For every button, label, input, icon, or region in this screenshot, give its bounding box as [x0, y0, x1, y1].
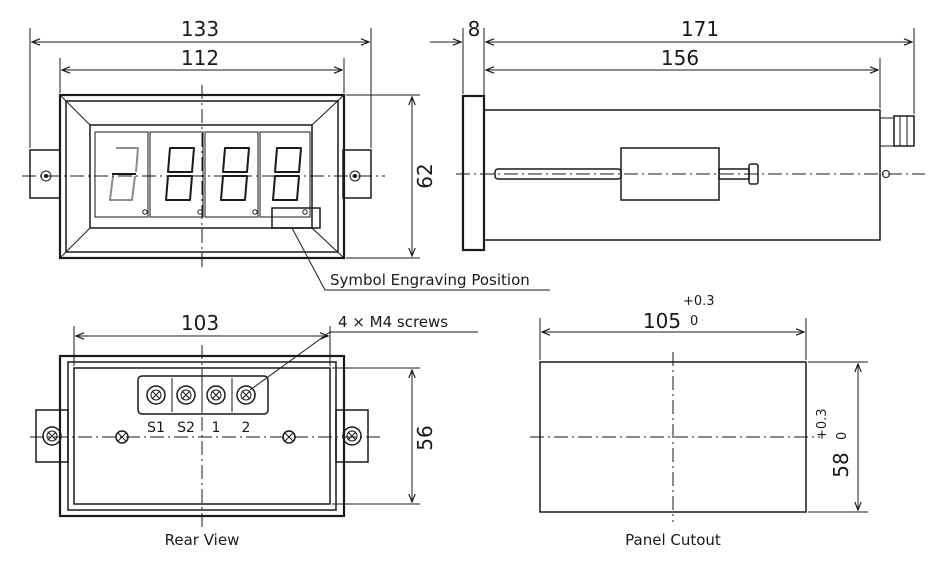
terminal-label-1: 1 — [212, 420, 221, 436]
symbol-engraving-label: Symbol Engraving Position — [330, 271, 530, 289]
rear-frame-mid — [67, 361, 337, 511]
dim-flange-depth: 8 — [468, 17, 481, 41]
terminal-label-s2: S2 — [177, 420, 195, 436]
rear-view-caption: Rear View — [165, 531, 240, 549]
cutout-height-tol-lower: 0 — [835, 432, 850, 440]
digit-cell — [94, 131, 149, 218]
digit-cell — [149, 131, 204, 218]
side-view: 8 171 156 — [430, 17, 925, 252]
cutout-height-tol-upper: +0.3 — [815, 408, 830, 440]
dim-height: 62 — [413, 163, 437, 188]
screws-leader — [249, 331, 478, 391]
terminal-screw — [236, 385, 256, 405]
cutout-width-tol-lower: 0 — [690, 314, 698, 329]
rear-frame-inner — [73, 367, 331, 505]
front-view: Symbol Engraving Position 133 112 62 — [22, 17, 550, 291]
dim-cutout-width: 105 — [643, 309, 681, 333]
side-flange — [461, 94, 486, 252]
digit-eight — [220, 147, 250, 201]
terminal-label-s1: S1 — [147, 420, 165, 436]
symbol-engraving-box — [271, 207, 321, 229]
left-bracket — [29, 149, 61, 199]
side-terminal — [893, 115, 915, 147]
digit-cell — [204, 131, 259, 218]
dim-cutout-height: 58 — [829, 452, 853, 477]
engraving-leader — [291, 227, 550, 291]
rear-view: S1 S2 1 2 4 × M4 screws 103 56 Rear View — [30, 311, 478, 549]
side-body — [483, 109, 881, 241]
screws-label: 4 × M4 screws — [338, 313, 448, 331]
digit-minus — [109, 147, 139, 201]
dim-overall-width: 133 — [181, 17, 219, 41]
panel-cutout: 105 +0.3 0 58 +0.3 0 Panel Cutout — [530, 294, 868, 549]
terminal-screw — [146, 385, 166, 405]
side-connector — [879, 117, 895, 147]
dim-body-depth: 156 — [661, 46, 699, 70]
dim-rear-height: 56 — [413, 425, 437, 450]
cutout-width-tol-upper: +0.3 — [683, 294, 715, 309]
right-bracket — [342, 149, 372, 199]
terminal-screw — [206, 385, 226, 405]
terminal-block — [137, 375, 269, 415]
dim-bezel-width: 112 — [181, 46, 219, 70]
digit-cells — [94, 131, 311, 218]
dim-rear-width: 103 — [181, 311, 219, 335]
digit-cell — [259, 131, 311, 218]
dim-overall-depth: 171 — [681, 17, 719, 41]
terminal-screw — [176, 385, 196, 405]
terminal-label-2: 2 — [242, 420, 251, 436]
digit-eight — [165, 147, 195, 201]
panel-cutout-caption: Panel Cutout — [625, 531, 721, 549]
digit-eight — [272, 147, 302, 201]
